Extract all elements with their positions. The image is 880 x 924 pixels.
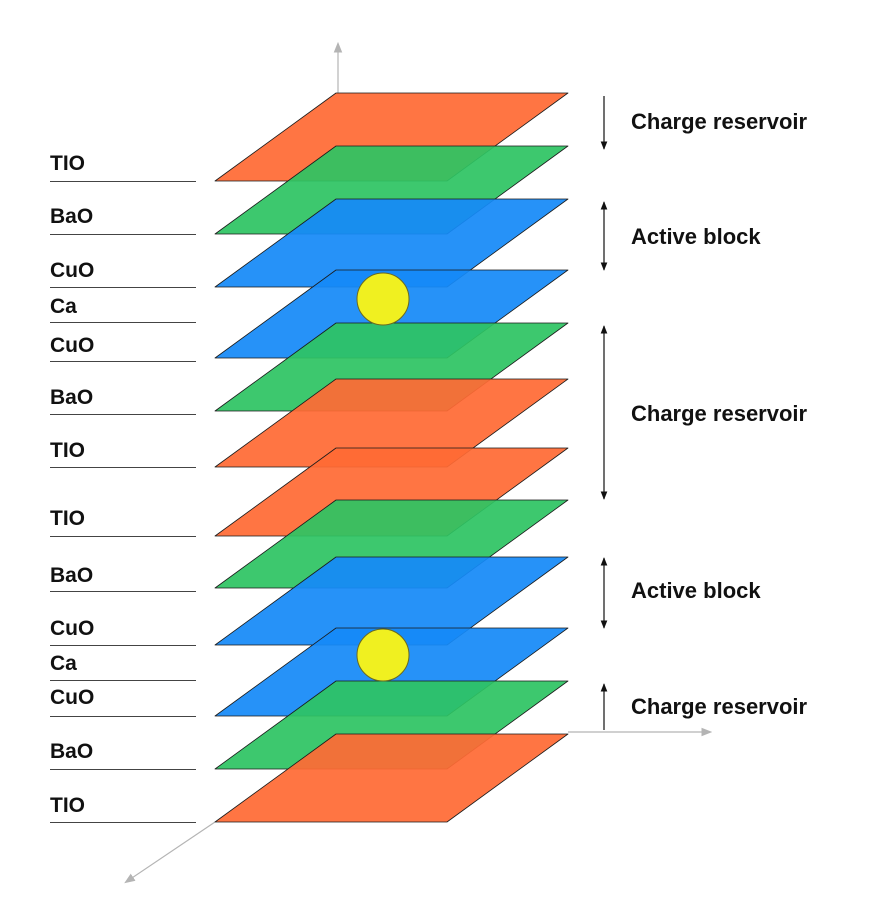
layer-label-tio: TIO (50, 439, 85, 462)
layer-rule (50, 361, 196, 362)
layer-label-cuo: CuO (50, 686, 95, 709)
layer-rule (50, 287, 196, 288)
layer-rule (50, 680, 196, 681)
layer-rule (50, 645, 196, 646)
ca-atom-3 (356, 272, 410, 326)
layer-planes (214, 92, 569, 823)
layer-rule (50, 716, 196, 717)
ca-atom-10 (356, 628, 410, 682)
layer-label-tio: TIO (50, 507, 85, 530)
layer-rule (50, 822, 196, 823)
block-label-charge-reservoir: Charge reservoir (631, 694, 808, 719)
plane-tio-13 (214, 733, 569, 823)
coordinate-axes (124, 41, 713, 884)
layer-rule (50, 591, 196, 592)
layer-rule (50, 414, 196, 415)
y-axis-line (124, 821, 216, 884)
block-label-charge-reservoir: Charge reservoir (631, 401, 808, 426)
layer-label-bao: BaO (50, 386, 94, 409)
layer-label-tio: TIO (50, 152, 85, 175)
layer-label-ca: Ca (50, 652, 77, 675)
layer-label-bao: BaO (50, 205, 94, 228)
block-label-active-block: Active block (631, 578, 761, 603)
layer-label-tio: TIO (50, 794, 85, 817)
layer-rule (50, 322, 196, 323)
block-label-charge-reservoir: Charge reservoir (631, 109, 808, 134)
layer-label-cuo: CuO (50, 259, 95, 282)
calcium-atoms (356, 272, 410, 682)
layer-rule (50, 467, 196, 468)
layer-label-cuo: CuO (50, 334, 95, 357)
layer-rule (50, 769, 196, 770)
layer-rule (50, 181, 196, 182)
layer-label-ca: Ca (50, 295, 77, 318)
block-label-active-block: Active block (631, 224, 761, 249)
layer-label-bao: BaO (50, 740, 94, 763)
layer-rule (50, 536, 196, 537)
layer-label-bao: BaO (50, 564, 94, 587)
layer-label-cuo: CuO (50, 617, 95, 640)
layer-rule (50, 234, 196, 235)
